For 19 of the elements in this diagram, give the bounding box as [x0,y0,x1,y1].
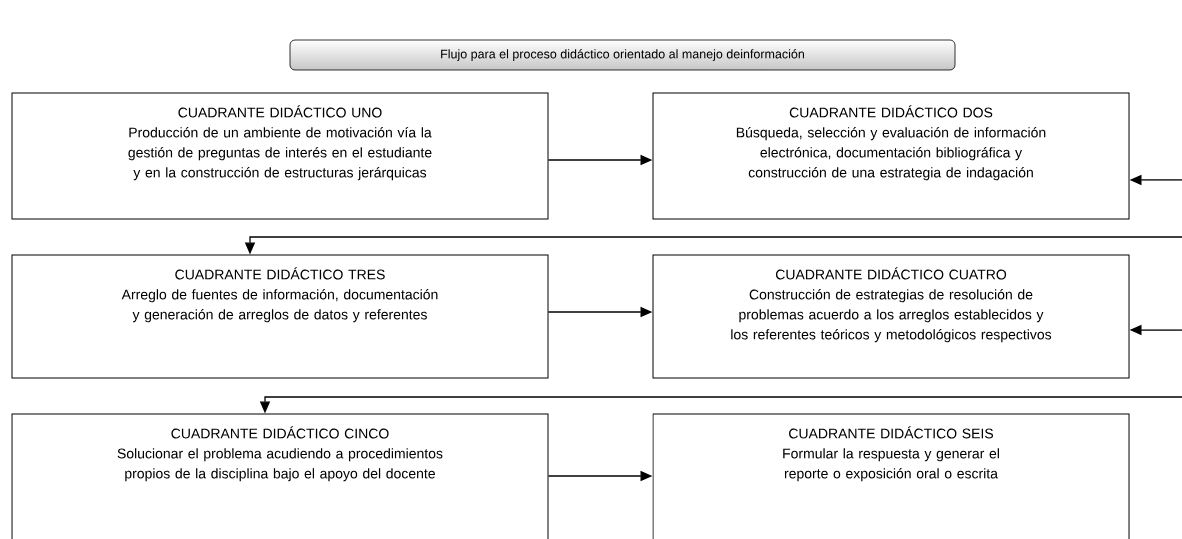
process-box [652,254,1130,379]
title-box: Flujo para el proceso didáctico orientado al manejo deinformación [289,39,956,71]
node-label: Arreglo de fuentes de información, documentación y generación de arreglos de datos y referentes [121,289,438,323]
process-box [652,92,1130,220]
node-label: CUADRANTE DIDÁCTICO UNO [178,105,382,118]
node-label: CUADRANTE DIDÁCTICO CUATRO [775,267,1007,280]
process-box [11,92,549,220]
node-label: CUADRANTE DIDÁCTICO CINCO [171,426,389,439]
process-box [11,413,549,539]
node-label: Formular la respuesta y generar el reporte o exposición oral o escrita [783,448,999,482]
node-label: Solucionar el problema acudiendo a procedimientos propios de la disciplina bajo el apoyo del docente [117,448,443,482]
node-label: Construcción de estrategias de resolución de problemas acuerdo a los arreglos establecidos y los referentes teóricos y metodológicos respectivos [731,289,1052,343]
node-label: Búsqueda, selección y evaluación de información electrónica, documentación bibliográfica y construcción de una estrategia de indagación [736,127,1046,181]
node-label: CUADRANTE DIDÁCTICO DOS [789,105,993,118]
process-box [11,254,549,379]
process-box [652,413,1130,539]
node-label: CUADRANTE DIDÁCTICO TRES [175,267,385,280]
node-label: CUADRANTE DIDÁCTICO SEIS [789,426,994,439]
node-label: Producción de un ambiente de motivación vía la gestión de preguntas de interés en el estudiante y en la construcción de estructuras jerárquicas [128,127,432,181]
